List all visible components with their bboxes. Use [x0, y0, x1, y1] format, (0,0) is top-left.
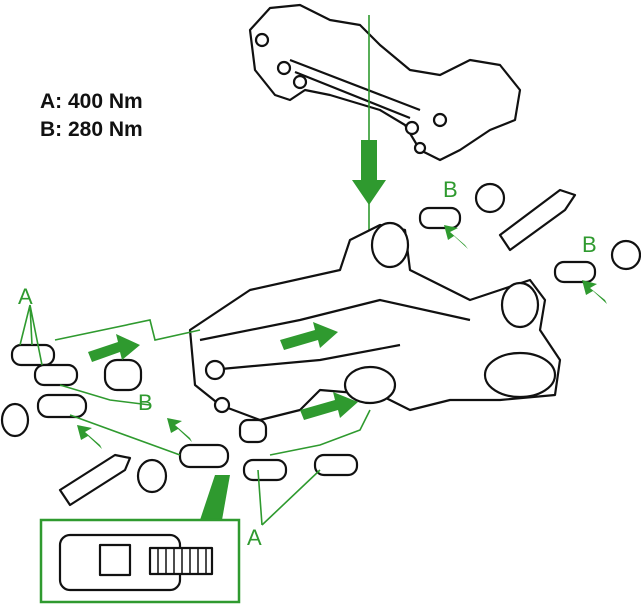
callout-bottom-a: A	[247, 525, 262, 550]
leader-lines	[19, 304, 371, 526]
torque-a-label: A: 400 Nm	[40, 90, 143, 113]
detail-inset	[39, 475, 241, 604]
bolt-b-mid	[178, 443, 230, 469]
down-arrow-icon	[352, 140, 386, 205]
callout-left-a: A	[18, 284, 33, 309]
torque-legend: A: 400 Nm B: 280 Nm	[40, 88, 143, 144]
bolt-a4	[313, 453, 359, 477]
callout-left-b: B	[138, 390, 153, 415]
bushing	[103, 358, 143, 392]
washer-bottom	[136, 458, 168, 494]
right-hardware	[418, 182, 641, 284]
callout-right-b: B	[582, 232, 597, 257]
washer-left	[0, 402, 30, 438]
control-arm-part	[188, 221, 562, 444]
subframe-part	[248, 3, 522, 162]
direction-arrows	[77, 225, 607, 449]
bolt-a2	[33, 363, 79, 387]
wedge-tool	[58, 453, 132, 507]
left-hardware	[0, 343, 359, 507]
bolt-a1	[10, 343, 56, 367]
bolt-a3	[242, 458, 288, 482]
torque-b-label: B: 280 Nm	[40, 118, 143, 141]
bolt-b-left	[36, 393, 88, 419]
callout-top-right-b: B	[443, 177, 458, 202]
